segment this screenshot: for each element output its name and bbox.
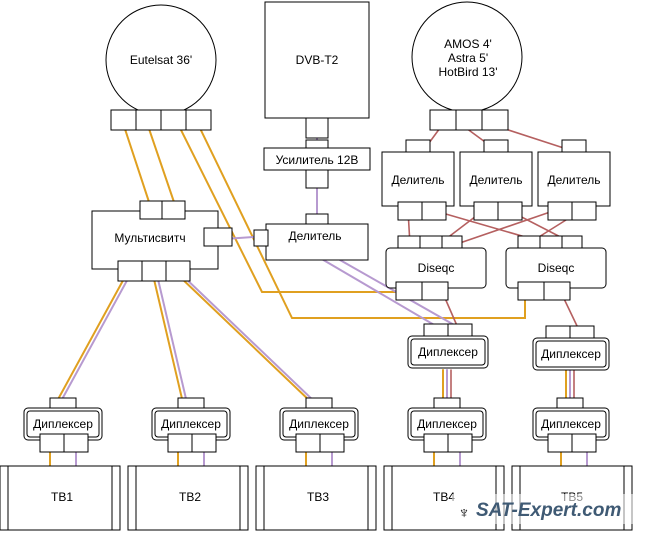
cable-eutelsat-ms-2	[145, 119, 176, 206]
splitter-amos-2-label: Делитель	[470, 173, 523, 187]
cable-ms-tv3-p	[181, 274, 317, 404]
diplexer-upper-5-label: Диплексер	[541, 347, 601, 361]
diplexer-tv5-label: Диплексер	[541, 417, 601, 431]
diseqc-2: Diseqc	[505, 235, 607, 301]
cable-eutelsat-diseqc2	[195, 119, 526, 319]
diplexer-upper-4-label: Диплексер	[418, 345, 478, 359]
amplifier: Усилитель 12В	[263, 139, 371, 189]
diplexer-tv4: Диплексер	[407, 397, 487, 453]
splitter-amos-1-label: Делитель	[392, 173, 445, 187]
diplexer-upper-5: Диплексер	[532, 325, 610, 371]
dish-eutelsat: Eutelsat 36'	[105, 4, 217, 131]
diplexer-tv1: Диплексер	[23, 397, 103, 453]
watermark-logo-icon: ♆	[458, 505, 470, 522]
diseqc-2-label: Diseqc	[538, 261, 575, 275]
cable-ms-tv1-y	[55, 274, 127, 404]
dish-amos-line3: HotBird 13'	[439, 65, 498, 79]
amplifier-label: Усилитель 12В	[276, 153, 359, 167]
diplexer-upper-4: Диплексер	[407, 323, 489, 369]
antenna-dvbt2-label: DVB-T2	[296, 53, 339, 67]
tv-2: ТВ2	[127, 465, 249, 531]
splitter-amos-1: Делитель	[381, 139, 455, 221]
diplexer-tv3: Диплексер	[279, 397, 359, 453]
diplexer-tv2-label: Диплексер	[161, 417, 221, 431]
cable-ms-tv3-y	[177, 274, 313, 404]
tv-1: ТВ1	[0, 465, 121, 531]
splitter-amos-3: Делитель	[537, 139, 611, 221]
splitter-amos-3-label: Делитель	[548, 173, 601, 187]
cable-spl3-dsq1	[453, 209, 557, 246]
diplexer-tv3-label: Диплексер	[289, 417, 349, 431]
dish-amos-line1: AMOS 4'	[444, 37, 492, 51]
cable-eutelsat-diseqc1	[175, 119, 406, 293]
dish-amos-line2: Astra 5'	[448, 51, 488, 65]
tv-3: ТВ3	[255, 465, 377, 531]
watermark: ♆ SAT-Expert.com	[452, 494, 652, 524]
tv-4-label: ТВ4	[433, 490, 455, 504]
cable-splitter-dipl5	[319, 257, 437, 327]
diplexer-tv5: Диплексер	[532, 397, 610, 453]
diseqc-1-label: Diseqc	[418, 261, 455, 275]
watermark-text: SAT-Expert.com	[476, 500, 621, 521]
cable-ms-tv1-p	[59, 274, 131, 404]
splitter-amos-2: Делитель	[459, 139, 533, 221]
cable-ms-tv2-y	[152, 274, 184, 404]
diplexer-tv2: Диплексер	[151, 397, 231, 453]
diplexer-tv1-label: Диплексер	[33, 417, 93, 431]
tv-2-label: ТВ2	[179, 490, 201, 504]
diseqc-1: Diseqc	[385, 235, 487, 301]
diplexer-tv4-label: Диплексер	[417, 417, 477, 431]
tv-1-label: ТВ1	[51, 490, 73, 504]
multiswitch-label: Мультисвитч	[114, 231, 185, 245]
splitter-terrestrial-label: Делитель	[289, 229, 342, 243]
tv-3-label: ТВ3	[307, 490, 329, 504]
dish-eutelsat-label: Eutelsat 36'	[130, 53, 192, 67]
multiswitch: Мультисвитч	[91, 200, 233, 282]
cable-eutelsat-ms-1	[121, 119, 151, 206]
cable-ms-tv2-p	[156, 274, 188, 404]
splitter-terrestrial: Делитель	[253, 213, 369, 261]
dish-amos: AMOS 4' Astra 5' HotBird 13'	[411, 1, 523, 131]
antenna-dvbt2: DVB-T2	[264, 1, 370, 139]
